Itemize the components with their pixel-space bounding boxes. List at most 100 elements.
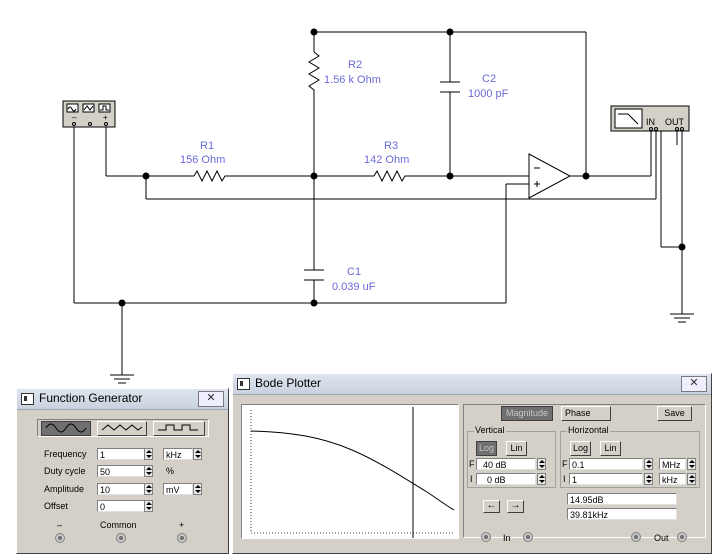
horizontal-final-spinner[interactable] [644,458,653,470]
horizontal-initial-label: I [563,474,566,484]
amplitude-unit-spinner[interactable] [193,483,202,495]
bode-plotter-titlebar[interactable]: Bode Plotter ✕ [233,374,711,395]
cursor-left-button[interactable]: ← [483,500,500,513]
vertical-initial-spinner[interactable] [537,473,546,485]
r2-name: R2 [348,59,362,71]
duty-cycle-label: Duty cycle [44,466,86,476]
phase-button[interactable]: Phase [561,406,611,421]
vertical-initial-field[interactable]: 0 dB [476,473,536,485]
horizontal-final-field[interactable]: 0.1 [569,458,643,470]
window-icon [21,393,34,405]
offset-spinner[interactable] [144,500,153,512]
bode-out-label: OUT [665,117,685,127]
horizontal-initial-unit-spinner[interactable] [687,473,696,485]
triangle-wave-icon [101,424,143,431]
bode-plotter-instrument[interactable] [610,105,690,132]
offset-label: Offset [44,501,68,511]
horizontal-final-unit-spinner[interactable] [687,458,696,470]
bode-plotter-window: Bode Plotter ✕ Magnitude Phase Save Vert… [232,373,712,554]
close-icon[interactable]: ✕ [198,391,224,407]
duty-cycle-unit: % [166,466,175,476]
function-generator-titlebar[interactable]: Function Generator ✕ [17,389,228,410]
in-terminal-label: In [503,533,511,543]
out-terminal-label: Out [654,533,669,543]
ground-symbol [670,313,694,323]
function-generator-instrument[interactable]: – + [62,100,116,128]
function-generator-title: Function Generator [39,391,143,405]
window-icon [237,378,250,390]
horizontal-final-label: F [562,459,568,469]
frequency-spinner[interactable] [144,448,153,460]
frequency-unit-field[interactable]: kHz [163,448,193,460]
sine-wave-button[interactable] [41,421,91,436]
r2-value: 1.56 k Ohm [324,74,381,86]
vertical-final-spinner[interactable] [537,458,546,470]
horizontal-log-button[interactable]: Log [570,441,591,456]
horizontal-initial-spinner[interactable] [644,473,653,485]
ground-symbol [110,374,134,384]
common-terminal[interactable] [116,533,126,543]
cursor-right-button[interactable]: → [507,500,524,513]
vertical-lin-button[interactable]: Lin [506,441,527,456]
r3-name: R3 [384,140,398,152]
c1-value: 0.039 uF [332,281,376,293]
svg-text:+: + [103,113,108,122]
plus-terminal[interactable] [177,533,187,543]
offset-field[interactable]: 0 [97,500,145,512]
duty-cycle-spinner[interactable] [144,465,153,477]
plus-terminal-label: + [179,520,185,530]
horizontal-group-label: Horizontal [567,425,610,435]
in-plus-terminal[interactable] [523,532,533,542]
bode-plot-area[interactable] [241,404,459,539]
junction-dots [118,28,686,307]
horizontal-group: Horizontal [560,425,700,488]
bode-plotter-title: Bode Plotter [255,376,322,390]
horizontal-initial-unit-field[interactable]: kHz [659,473,686,485]
horizontal-final-unit-field[interactable]: MHz [659,458,686,470]
magnitude-button[interactable]: Magnitude [501,406,553,421]
circuit-schematic: – + IN OUT R1 156 Ohm R2 1.56 k Ohm R3 1… [62,28,694,384]
arrow-left-icon: ← [486,500,497,511]
readout-frequency: 39.81kHz [567,508,677,520]
c2-name: C2 [482,73,496,85]
sine-wave-icon [45,423,87,433]
amplitude-unit-field[interactable]: mV [163,483,193,495]
resistor-r2 [308,51,320,92]
in-minus-terminal[interactable] [481,532,491,542]
amplitude-spinner[interactable] [144,483,153,495]
magnitude-curve [250,430,455,511]
horizontal-lin-button[interactable]: Lin [600,441,621,456]
vertical-final-field[interactable]: 40 dB [476,458,536,470]
vertical-group-label: Vertical [474,425,506,435]
vertical-final-label: F [469,459,475,469]
vertical-group: Vertical [467,425,556,488]
minus-terminal[interactable] [55,533,65,543]
vertical-initial-label: I [470,474,473,484]
triangle-wave-button[interactable] [97,421,147,436]
c1-name: C1 [347,266,361,278]
r1-name: R1 [200,140,214,152]
bode-in-label: IN [646,117,655,127]
frequency-unit-spinner[interactable] [193,448,202,460]
amplitude-field[interactable]: 10 [97,483,145,495]
function-generator-window: Function Generator ✕ Frequency 1 kHz Dut… [16,388,229,554]
svg-text:–: – [72,113,77,122]
close-icon[interactable]: ✕ [681,376,707,392]
out-minus-terminal[interactable] [631,532,641,542]
square-wave-icon [158,424,198,431]
frequency-label: Frequency [44,449,87,459]
resistor-r1 [193,169,228,183]
horizontal-initial-field[interactable]: 1 [569,473,643,485]
duty-cycle-field[interactable]: 50 [97,465,145,477]
readout-magnitude: 14.95dB [567,493,677,505]
minus-terminal-label: – [57,520,63,530]
frequency-field[interactable]: 1 [97,448,145,460]
arrow-right-icon: → [510,500,521,511]
bode-plot-svg [250,407,455,538]
r1-value: 156 Ohm [180,154,225,166]
square-wave-button[interactable] [153,421,205,436]
save-button[interactable]: Save [657,406,692,421]
vertical-log-button[interactable]: Log [476,441,497,456]
out-plus-terminal[interactable] [677,532,687,542]
c2-value: 1000 pF [468,88,509,100]
